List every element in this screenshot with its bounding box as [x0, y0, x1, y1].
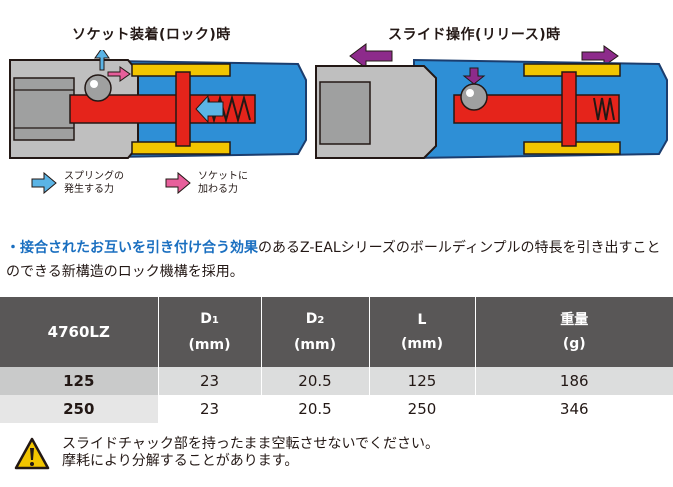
cell-d2: 20.5 [260, 395, 369, 423]
cell-weight: 186 [474, 367, 673, 395]
table-row: 250 23 20.5 250 346 [0, 395, 673, 423]
table-header-row: 4760LZ D1(mm) D2(mm) L(mm) 重量(g) [0, 297, 673, 367]
table-row: 125 23 20.5 125 186 [0, 367, 673, 395]
lock-state-caption: ソケット装着(ロック)時 [72, 27, 231, 43]
legend-socket-force: ソケットに 加わる力 [164, 170, 248, 196]
cell-weight: 346 [474, 395, 673, 423]
warning-line2: 摩耗により分解することがあります。 [62, 453, 299, 469]
cell-d1: 23 [157, 395, 261, 423]
legend-spring-line2: 発生する力 [64, 184, 114, 195]
cell-d1: 23 [157, 367, 261, 395]
cell-d2: 20.5 [260, 367, 369, 395]
col-header-d1: D1(mm) [157, 297, 261, 367]
col-header-l: L(mm) [368, 297, 475, 367]
lock-state-diagram [9, 50, 307, 160]
row-name: 250 [0, 395, 158, 423]
light-blue-arrow-icon [31, 171, 57, 195]
spec-table: 4760LZ D1(mm) D2(mm) L(mm) 重量(g) 125 23 … [0, 297, 673, 423]
col-header-weight: 重量(g) [474, 297, 673, 367]
cell-l: 125 [368, 367, 475, 395]
model-header: 4760LZ [0, 297, 158, 367]
release-state-caption: スライド操作(リリース)時 [388, 27, 561, 43]
legend-socket-line1: ソケットに [198, 171, 248, 182]
row-name: 125 [0, 367, 158, 395]
col-header-d2: D2(mm) [260, 297, 369, 367]
cell-l: 250 [368, 395, 475, 423]
bullet: ・ [6, 240, 20, 256]
legend-socket-line2: 加わる力 [198, 184, 238, 195]
description-highlight: 接合されたお互いを引き付け合う効果 [20, 240, 258, 256]
release-state-diagram [315, 43, 668, 160]
legend-spring-force: スプリングの 発生する力 [30, 170, 124, 196]
legend-spring-line1: スプリングの [64, 171, 124, 182]
pink-arrow-icon [165, 171, 191, 195]
warning-text: スライドチャック部を持ったまま空転させないでください。 摩耗により分解することが… [62, 436, 439, 470]
feature-description: ・接合されたお互いを引き付け合う効果のあるZ-EALシリーズのボールディンプルの… [6, 236, 668, 284]
description-text: のあるZ-EALシリーズのボールディンプルの特長を引き出すことのできる新構造のロ… [6, 240, 661, 280]
warning-triangle-icon [14, 437, 50, 470]
warning-line1: スライドチャック部を持ったまま空転させないでください。 [62, 436, 440, 452]
